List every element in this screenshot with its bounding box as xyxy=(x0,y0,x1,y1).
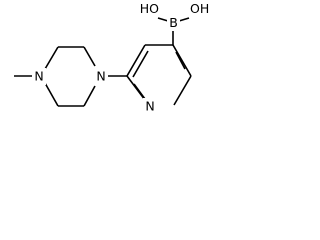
piperazine-bond xyxy=(44,46,59,70)
pyridine-nitrogen-label: N xyxy=(145,99,154,114)
pyridine-double-bond xyxy=(133,83,146,100)
hydroxyl-left-label: HO xyxy=(140,1,159,16)
pyridine-double-bond xyxy=(132,50,149,78)
ring-nitrogen-label: N xyxy=(96,69,105,84)
boron-oxygen-bond xyxy=(178,17,190,22)
pyridine-double-bond xyxy=(175,51,186,70)
boron-oxygen-bond xyxy=(157,17,169,22)
atom-background xyxy=(32,68,46,85)
atom-background xyxy=(94,68,108,85)
methyl-nitrogen-label: N xyxy=(34,69,43,84)
piperazine-bond xyxy=(44,82,59,107)
hydroxyl-right-label: OH xyxy=(190,1,209,16)
piperazine-bond xyxy=(83,85,96,107)
pyridine-bond xyxy=(172,44,192,77)
atom-background xyxy=(167,14,180,31)
molecule-structure: N N N B HO OH xyxy=(14,1,209,115)
boron-label: B xyxy=(169,15,178,30)
pyridine-bond xyxy=(173,75,192,106)
piperazine-bond xyxy=(83,46,96,67)
pyridine-bond xyxy=(126,44,146,77)
atom-background xyxy=(143,98,157,115)
